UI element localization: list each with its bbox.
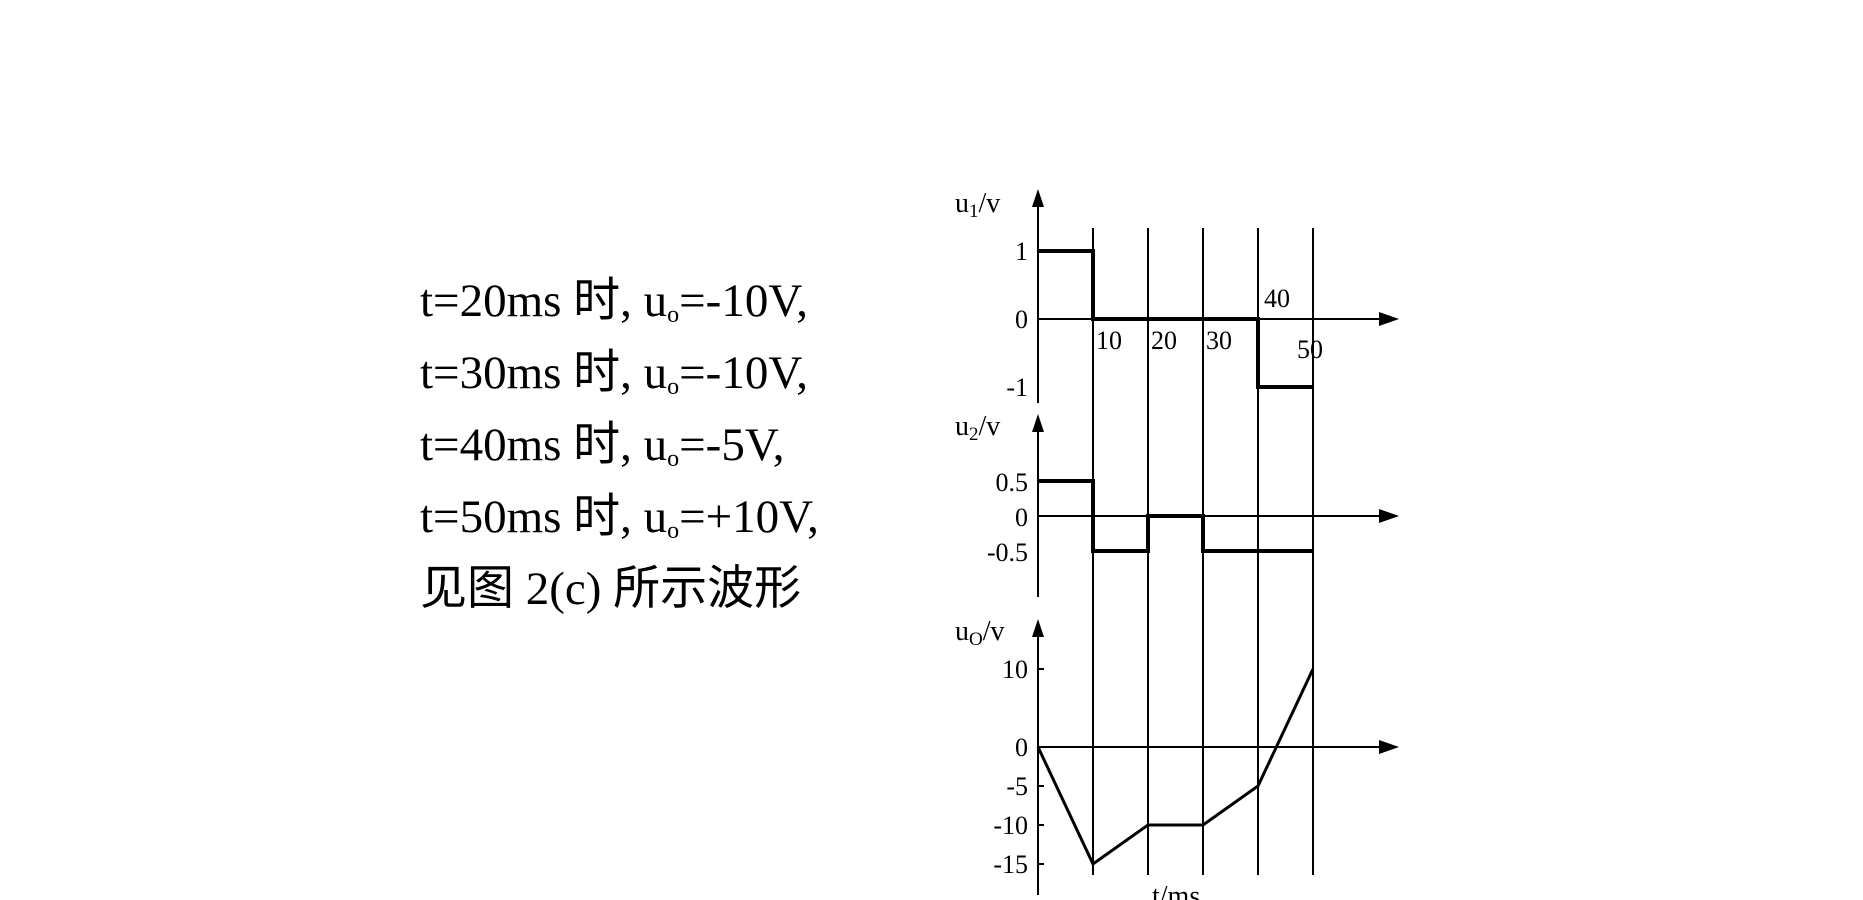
uo-ytick-4: -15 <box>993 850 1028 879</box>
u1-xtick-50: 50 <box>1297 335 1323 364</box>
uo-y-arrow <box>1032 619 1044 637</box>
u1-y-arrow <box>1032 189 1044 207</box>
caption: 见图 2(c) 所示波形 <box>420 563 802 615</box>
answer-line-2: t=30ms 时, uo=-10V, <box>420 347 808 400</box>
u1-xtick-20: 20 <box>1151 326 1177 355</box>
uo-ytick-0: 10 <box>1002 655 1028 684</box>
u2-wave <box>1038 479 1313 553</box>
u1-ylabel: u1/v <box>955 188 1000 222</box>
answer-line-1: t=20ms 时, uo=-10V, <box>420 275 808 328</box>
uo-ytick-3: -10 <box>993 811 1028 840</box>
uo-xlabel: t/ms <box>1152 881 1200 900</box>
u1-xtick-10: 10 <box>1096 326 1122 355</box>
uo-ytick-2: -5 <box>1006 772 1028 801</box>
u2-ylabel: u2/v <box>955 411 1000 445</box>
answer-text: t=20ms 时, uo=-10V, t=30ms 时, uo=-10V, t=… <box>420 272 819 618</box>
u1-ytick-1: 0 <box>1015 305 1028 334</box>
uo-ytick-1: 0 <box>1015 733 1028 762</box>
u1-ytick-0: 1 <box>1015 237 1028 266</box>
u1-xtick-30: 30 <box>1206 326 1232 355</box>
u2-ytick-1: 0 <box>1015 503 1028 532</box>
u1-ytick-2: -1 <box>1006 373 1028 402</box>
u2-x-arrow <box>1379 509 1399 523</box>
answer-line-4: t=50ms 时, uo=+10V, <box>420 491 819 544</box>
uo-ylabel: uO/v <box>955 616 1005 650</box>
u1-wave <box>1038 249 1313 389</box>
uo-x-arrow <box>1379 740 1399 754</box>
uo-wave <box>1036 668 1315 867</box>
u2-ytick-0: 0.5 <box>996 468 1029 497</box>
u2-ytick-2: -0.5 <box>987 538 1028 567</box>
u2-y-arrow <box>1032 414 1044 432</box>
answer-line-3: t=40ms 时, uo=-5V, <box>420 419 785 472</box>
u1-xtick-40: 40 <box>1264 284 1290 313</box>
u1-x-arrow <box>1379 312 1399 326</box>
